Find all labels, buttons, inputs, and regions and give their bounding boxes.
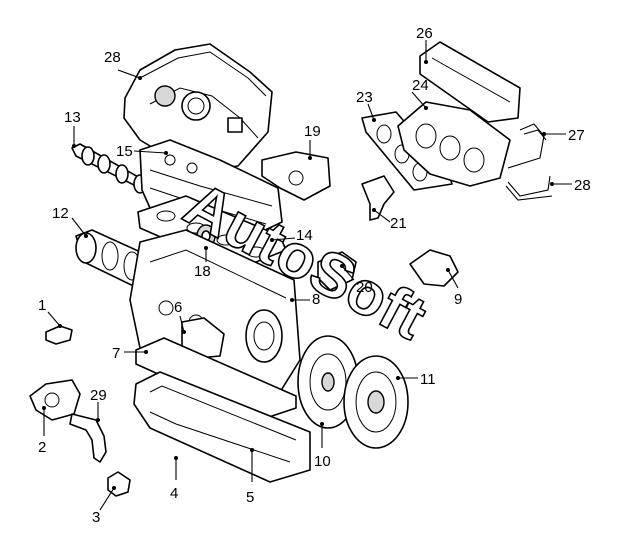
clutch-part xyxy=(343,355,409,449)
callout-21: 21 xyxy=(390,215,407,232)
callout-19: 19 xyxy=(304,123,321,140)
sender-unit-part xyxy=(45,325,73,345)
pump-housing-part xyxy=(261,151,331,201)
exhaust-manifold-part xyxy=(397,101,511,187)
callout-17: 18 xyxy=(194,263,211,280)
flywheel-part xyxy=(297,335,359,429)
callout-24: 24 xyxy=(412,77,429,94)
callout-7: 7 xyxy=(112,345,120,362)
callout-23: 23 xyxy=(356,89,373,106)
callout-29: 29 xyxy=(90,387,107,404)
sensor-part xyxy=(409,249,459,287)
callout-14: 14 xyxy=(296,227,313,244)
oil-pan-gasket-part xyxy=(135,337,297,421)
callout-6: 6 xyxy=(174,299,182,316)
callout-10: 10 xyxy=(314,453,331,470)
drain-plug-part xyxy=(107,471,131,497)
callout-5: 5 xyxy=(246,489,254,506)
callout-labels: 28 13 15 19 12 14 18 8 6 7 1 2 29 3 4 5 … xyxy=(38,25,591,526)
ignition-coil-part xyxy=(361,175,395,221)
callout-3: 3 xyxy=(92,509,100,526)
pickup-tube-part xyxy=(69,413,107,463)
callout-2: 2 xyxy=(38,439,46,456)
callout-28: 28 xyxy=(574,177,591,194)
callout-13: 13 xyxy=(64,109,81,126)
callout-18: 28 xyxy=(104,49,121,66)
engine-cover-part xyxy=(123,43,273,171)
callout-1: 1 xyxy=(38,297,46,314)
callout-26: 26 xyxy=(416,25,433,42)
callout-20: 20 xyxy=(356,279,373,296)
elbow-pipe-part xyxy=(317,251,357,291)
callout-11: 11 xyxy=(420,371,436,388)
callout-27: 27 xyxy=(568,127,585,144)
callout-12: 12 xyxy=(52,205,69,222)
callout-8: 8 xyxy=(312,291,320,308)
callout-4: 4 xyxy=(170,485,178,502)
oil-pump-part xyxy=(29,379,81,421)
callout-15: 15 xyxy=(116,143,133,160)
heat-shield-part xyxy=(419,41,521,123)
leader-lines xyxy=(42,40,572,511)
callout-9: 9 xyxy=(454,291,462,308)
